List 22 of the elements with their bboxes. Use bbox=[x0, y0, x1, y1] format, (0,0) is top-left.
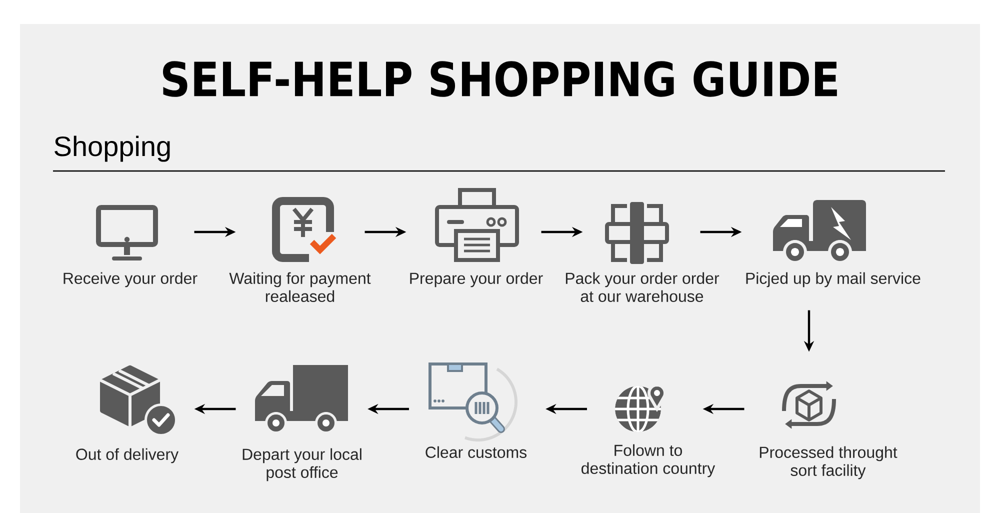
step-label: Prepare your order bbox=[410, 272, 543, 288]
truck-icon bbox=[255, 365, 348, 434]
truck-icon bbox=[773, 200, 866, 264]
printer-icon bbox=[435, 188, 519, 262]
step-label: Out of delivery bbox=[76, 448, 179, 464]
title: SELF-HELP SHOPPING GUIDE bbox=[162, 61, 837, 97]
box-magnifier-icon bbox=[428, 362, 518, 442]
step-label: Clear customs bbox=[426, 446, 527, 458]
step-label: Folown to destination country bbox=[582, 444, 716, 478]
step-label: Processed throught sort facility bbox=[760, 446, 898, 480]
package-icon bbox=[605, 202, 669, 264]
globe-icon bbox=[615, 383, 666, 432]
step-label: Depart your local post office bbox=[242, 448, 362, 482]
step-label: Picjed up by mail service bbox=[746, 272, 920, 288]
step-label: Waiting for payment realeased bbox=[229, 272, 371, 302]
yen-document-icon bbox=[272, 197, 336, 262]
box-arrows-icon bbox=[782, 381, 836, 429]
section-heading: Shopping bbox=[54, 136, 170, 162]
monitor-icon bbox=[96, 205, 158, 260]
step-label: Pack your order order at our warehouse bbox=[566, 272, 720, 302]
step-label: Receive your order bbox=[64, 272, 198, 288]
box-check-icon bbox=[98, 365, 178, 436]
